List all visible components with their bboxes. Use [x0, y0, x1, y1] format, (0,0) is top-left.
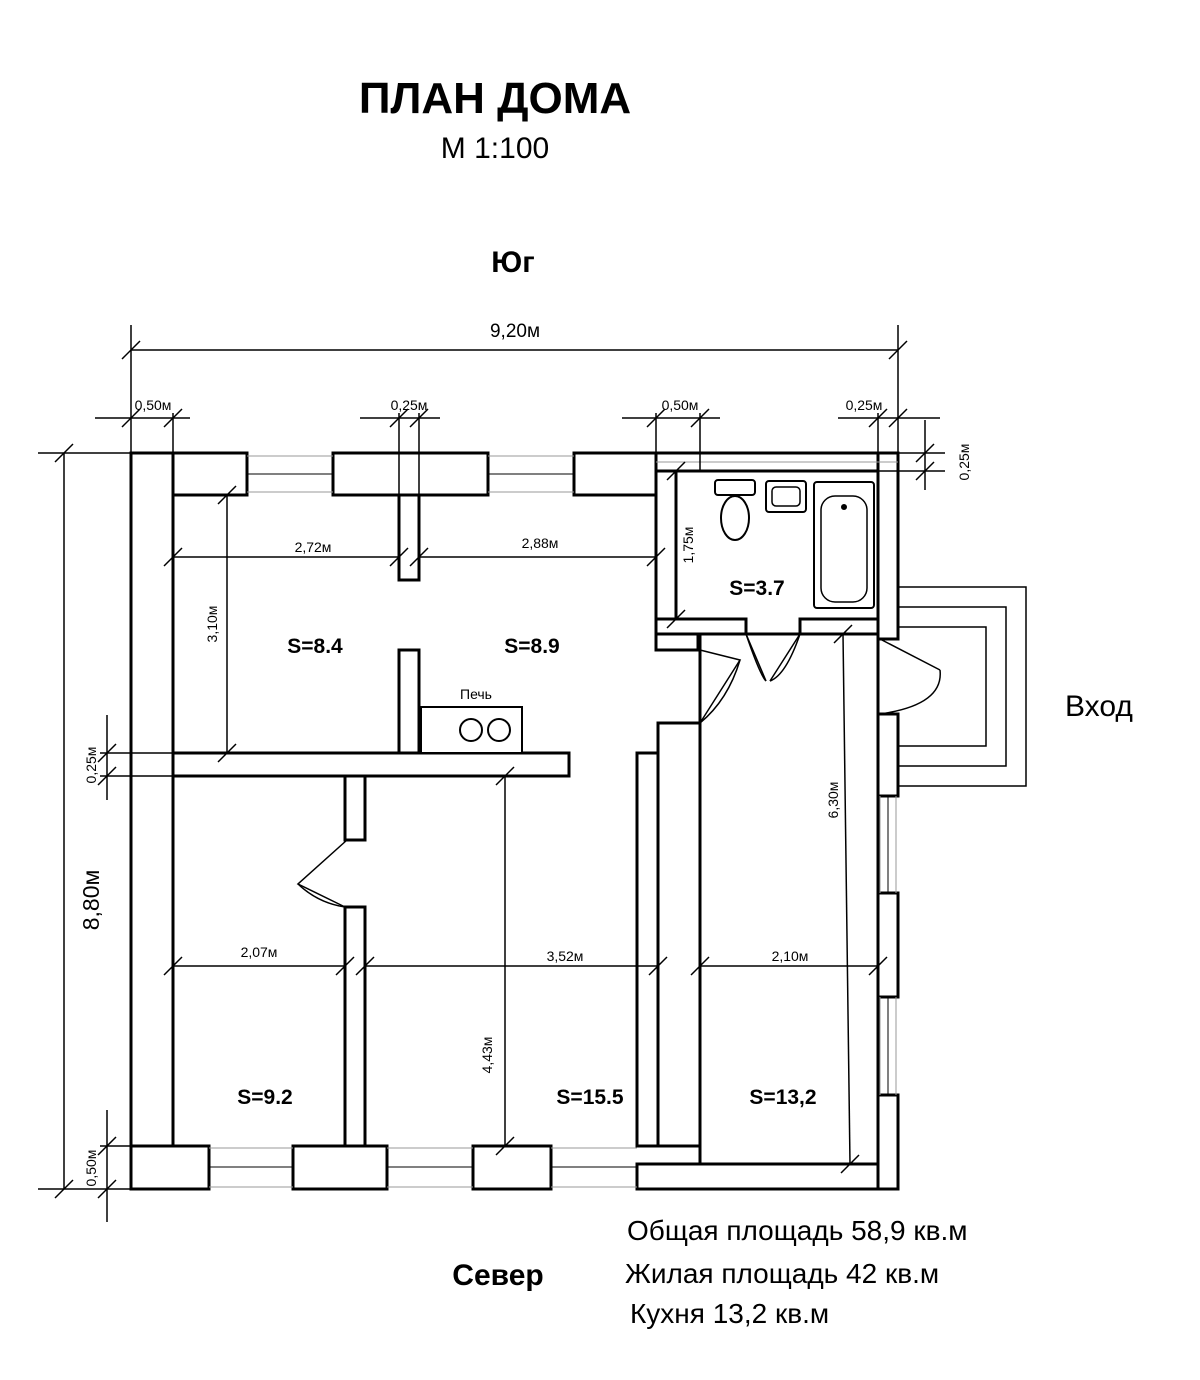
area-room1: S=8.4 [287, 635, 343, 658]
dim-wall-right-top: 0,25м [846, 397, 883, 413]
toilet-bowl-icon [720, 495, 750, 541]
plan-title: ПЛАН ДОМА [359, 74, 631, 123]
entrance-porch [898, 586, 1027, 787]
walls [129, 451, 900, 1191]
area-summary: Общая площадь 58,9 кв.м Жилая площадь 42… [625, 1215, 968, 1329]
dim-bath-height: 1,75м [680, 527, 696, 564]
entrance-label: Вход [1065, 690, 1133, 723]
dim-wall-left-bottom: 0,50м [83, 1150, 99, 1187]
stove-label: Печь [460, 686, 492, 702]
area-room3: S=9.2 [237, 1086, 292, 1109]
windows [209, 455, 898, 1188]
stove [420, 706, 523, 754]
dim-room1-width: 2,72м [295, 539, 332, 555]
dim-room4-height: 4,43м [479, 1037, 495, 1074]
doors [296, 633, 941, 908]
dimension-lines [38, 325, 945, 1222]
dim-room5-height: 6,30м [825, 782, 841, 819]
dimension-labels: 9,20м 0,50м 0,25м 0,50м 0,25м 0,25м 2,72… [78, 321, 972, 1186]
area-room2: S=8.9 [504, 635, 559, 658]
dim-wall-mid-top: 0,25м [391, 397, 428, 413]
dim-wall-left-mid: 0,25м [83, 747, 99, 784]
north-label: Север [452, 1259, 543, 1292]
area-room5: S=13,2 [749, 1086, 816, 1109]
toilet-tank-icon [714, 479, 756, 496]
dim-room5-width: 2,10м [772, 948, 809, 964]
bathroom-fixtures [714, 479, 875, 609]
summary-total: Общая площадь 58,9 кв.м [627, 1215, 968, 1246]
dim-wall-left-top: 0,50м [135, 397, 172, 413]
area-bath: S=3.7 [729, 577, 784, 600]
summary-living: Жилая площадь 42 кв.м [625, 1258, 939, 1289]
plan-scale: М 1:100 [441, 132, 549, 165]
area-room4: S=15.5 [556, 1086, 623, 1109]
stove-burner-icon [459, 718, 483, 742]
room-areas: S=8.4 S=8.9 S=3.7 S=9.2 S=15.5 S=13,2 [237, 577, 816, 1109]
dim-wall-bath-top: 0,50м [662, 397, 699, 413]
sink-icon [765, 480, 807, 513]
dim-room3-width: 2,07м [241, 944, 278, 960]
bathtub-icon [813, 481, 875, 609]
dim-room4-width: 3,52м [547, 948, 584, 964]
dim-room1-height: 3,10м [204, 606, 220, 643]
dim-total-height: 8,80м [78, 870, 104, 931]
south-label: Юг [491, 246, 534, 279]
dim-total-width: 9,20м [490, 321, 540, 342]
dim-wall-top-right-vertical: 0,25м [956, 444, 972, 481]
summary-kitchen: Кухня 13,2 кв.м [630, 1298, 829, 1329]
dim-room2-width: 2,88м [522, 535, 559, 551]
stove-burner-icon [487, 718, 511, 742]
